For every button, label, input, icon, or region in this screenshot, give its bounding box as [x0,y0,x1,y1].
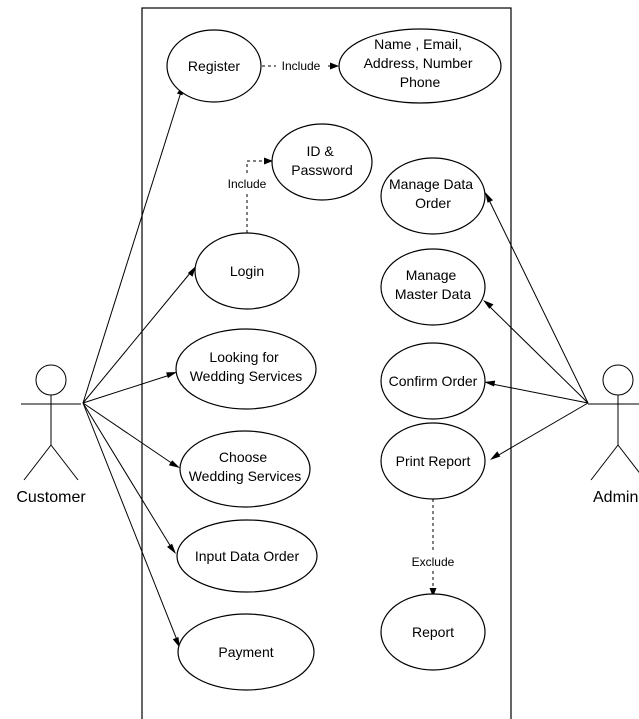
assoc-customer-login [82,271,192,404]
label-background [406,553,460,569]
arrowhead [490,451,501,460]
exclude-label: Exclude [412,555,455,569]
svg-text:Login: Login [230,263,264,279]
admin-head [602,364,634,396]
use-case-confirm-order: Confirm Order [380,342,486,420]
arrowhead [168,460,180,468]
arrowhead [484,380,496,387]
login-include-line [246,160,265,233]
assoc-customer-payment [82,402,178,641]
report-exclude-relation: Exclude [406,499,460,597]
use-case-manage-order: Manage Data Order [380,157,486,235]
use-case-payment: Payment [177,613,315,691]
arrowhead [264,157,273,165]
id-password-line-2: Password [291,162,352,178]
use-case-looking-services: Looking for Wedding Services [175,328,317,410]
manage-master-line-2: Master Data [395,286,471,302]
register-label: Register [188,58,240,74]
use-case-personal-data: Name , Email, Address, Number Phone [338,28,502,104]
confirm-order-label: Confirm Order [389,373,478,389]
personal-data-line-1: Name , Email, [374,36,462,52]
customer-head [35,364,67,396]
svg-text:Confirm Order: Confirm Order [389,373,478,389]
svg-text:Looking for Wedding Serv: Looking for Wedding Services [190,349,303,384]
system-boundary [141,7,512,719]
assoc-customer-looking [82,374,171,404]
assoc-admin-manage-order [488,199,589,404]
use-case-register: Register [166,29,262,103]
svg-text:Name , Email, Address, N: Name , Email, Address, Number Phone [364,36,477,90]
admin-actor: Admin [588,364,639,506]
svg-text:Print Report: Print Report [396,453,471,469]
assoc-customer-register [82,91,182,404]
login-include-relation: Include [222,157,273,233]
svg-text:Choose Wedding Services: Choose Wedding Services [189,449,302,484]
personal-data-line-2: Address, Number [364,55,473,71]
arrowhead [483,300,494,309]
customer-label: Customer [16,489,86,506]
assoc-admin-manage-master [488,305,589,404]
use-case-choose-services: Choose Wedding Services [179,430,311,508]
print-report-label: Print Report [396,453,471,469]
report-label: Report [412,624,454,640]
assoc-customer-choose [82,402,174,465]
assoc-admin-print [496,402,589,457]
use-case-id-password: ID & Password [271,123,373,201]
customer-associations [82,84,196,648]
manage-order-line-2: Order [415,195,451,211]
svg-text:Register: Register [188,58,240,74]
use-case-manage-master: Manage Master Data [380,248,486,326]
svg-text:Manage Master Data: Manage Master Data [395,267,471,302]
assoc-admin-confirm [491,383,589,404]
looking-services-line-2: Wedding Services [190,368,303,384]
looking-services-line-1: Looking for [209,349,279,365]
arrowhead [167,543,176,554]
admin-label: Admin [593,489,638,506]
include-label: Include [228,177,267,191]
use-case-input-order: Input Data Order [176,519,318,593]
svg-text:Payment: Payment [218,644,273,660]
payment-label: Payment [218,644,273,660]
arrowhead [485,192,493,203]
label-background [222,175,272,191]
admin-associations [483,192,589,460]
manage-order-line-1: Manage Data [389,176,473,192]
choose-services-line-1: Choose [219,449,267,465]
manage-master-line-1: Manage [406,267,457,283]
svg-text:ID & Password: ID & Password [291,143,352,178]
id-password-line-1: ID & [306,143,334,159]
include-label: Include [282,59,321,73]
arrowhead [166,372,177,379]
use-case-report: Report [380,593,486,671]
svg-text:Input Data Order: Input Data Order [195,548,300,564]
use-case-login: Login [194,232,300,310]
label-background [276,58,326,74]
arrowhead [187,266,196,277]
svg-text:Report: Report [412,624,454,640]
arrowhead [172,637,180,648]
arrowhead [330,62,339,70]
personal-data-line-3: Phone [400,74,441,90]
svg-text:Manage Data Order: Manage Data Order [389,176,477,211]
input-order-label: Input Data Order [195,548,300,564]
customer-actor: Customer [16,364,86,506]
register-include-relation: Include [262,58,339,74]
use-case-print-report: Print Report [380,422,486,500]
assoc-customer-input [82,402,172,548]
arrowhead [429,588,437,597]
login-label: Login [230,263,264,279]
choose-services-line-2: Wedding Services [189,468,302,484]
